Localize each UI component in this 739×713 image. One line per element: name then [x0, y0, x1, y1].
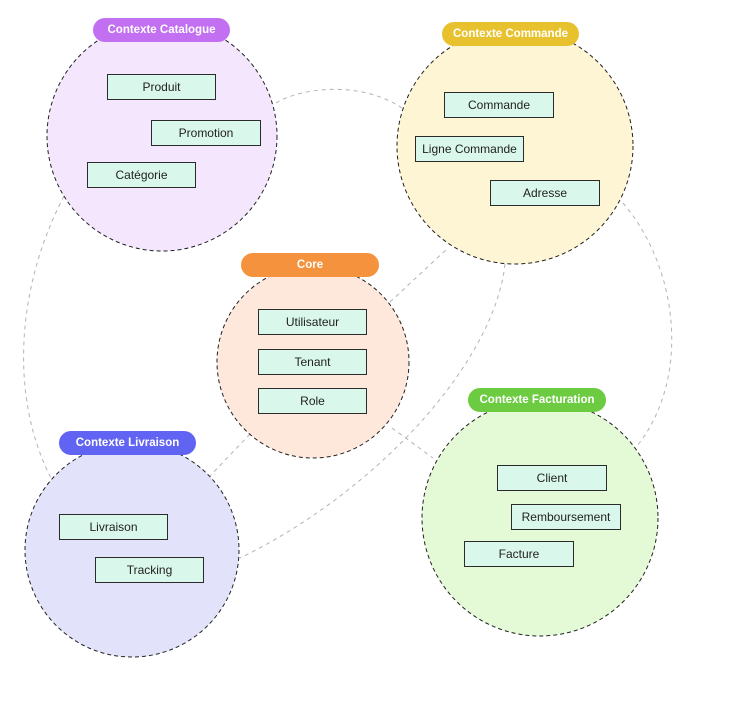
- connector-core-commande: [389, 247, 449, 303]
- connector-commande-livraison: [239, 263, 506, 559]
- entity-adresse: Adresse: [490, 180, 600, 206]
- entity-tracking: Tracking: [95, 557, 204, 583]
- commande-context-label: Contexte Commande: [442, 22, 579, 46]
- entity-remboursement: Remboursement: [511, 504, 621, 530]
- connector-core-facturation: [391, 427, 434, 459]
- livraison-context-circle: [24, 442, 240, 658]
- core-context-label: Core: [241, 253, 379, 277]
- entity-facture: Facture: [464, 541, 574, 567]
- entity-utilisateur: Utilisateur: [258, 309, 367, 335]
- entity-role: Role: [258, 388, 367, 414]
- facturation-context-label: Contexte Facturation: [468, 388, 606, 412]
- entity-produit: Produit: [107, 74, 216, 100]
- livraison-context-label: Contexte Livraison: [59, 431, 196, 455]
- entity-promotion: Promotion: [151, 120, 261, 146]
- connector-core-livraison: [209, 433, 251, 477]
- entity-tenant: Tenant: [258, 349, 367, 375]
- connector-catalogue-commande: [275, 88, 403, 109]
- catalogue-context-label: Contexte Catalogue: [93, 18, 230, 42]
- connector-commande-facturation: [622, 202, 673, 447]
- entity-client: Client: [497, 465, 607, 491]
- entity-categorie: Catégorie: [87, 162, 196, 188]
- entity-livraison: Livraison: [59, 514, 168, 540]
- connector-catalogue-livraison: [23, 195, 65, 481]
- entity-commande: Commande: [444, 92, 554, 118]
- entity-ligne-commande: Ligne Commande: [415, 136, 524, 162]
